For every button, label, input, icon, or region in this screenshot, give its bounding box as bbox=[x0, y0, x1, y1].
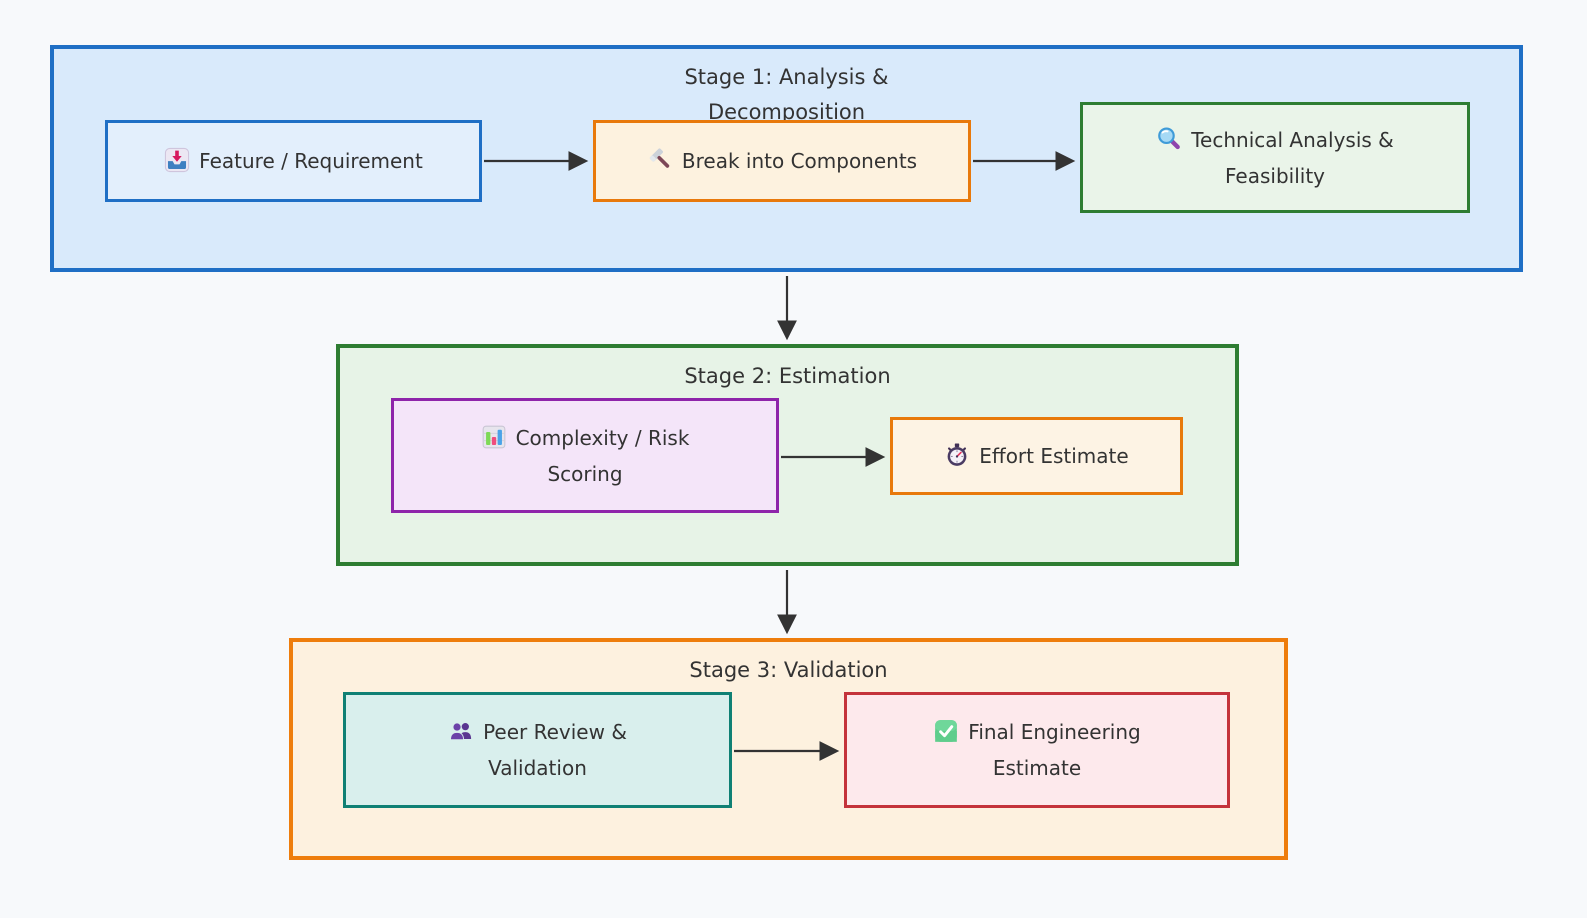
node-final-engineering-estimate: Final Engineering Estimate bbox=[844, 692, 1230, 808]
node-label: Peer Review & Validation bbox=[483, 720, 627, 780]
node-label: Technical Analysis & Feasibility bbox=[1191, 127, 1394, 188]
hammer-icon bbox=[647, 147, 673, 173]
magnifying-glass-icon bbox=[1156, 126, 1182, 152]
stage-3-title: Stage 3: Validation bbox=[689, 658, 888, 682]
node-break-into-components: Break into Components bbox=[593, 120, 971, 202]
node-complexity-risk-scoring: Complexity / Risk Scoring bbox=[391, 398, 779, 513]
node-label: Complexity / Risk Scoring bbox=[515, 425, 690, 486]
node-peer-review-validation: Peer Review & Validation bbox=[343, 692, 732, 808]
node-feature-requirement: Feature / Requirement bbox=[105, 120, 482, 202]
stage-2-title: Stage 2: Estimation bbox=[684, 364, 891, 388]
node-label: Break into Components bbox=[681, 149, 918, 173]
bar-chart-icon bbox=[481, 424, 507, 450]
node-effort-estimate: Effort Estimate bbox=[890, 417, 1183, 495]
node-technical-analysis-feasibility: Technical Analysis & Feasibility bbox=[1080, 102, 1470, 213]
node-label: Effort Estimate bbox=[979, 444, 1129, 468]
check-mark-button-icon bbox=[933, 718, 959, 744]
node-label: Final Engineering Estimate bbox=[968, 720, 1141, 780]
node-label: Feature / Requirement bbox=[199, 149, 423, 173]
busts-in-silhouette-icon bbox=[448, 718, 474, 744]
stopwatch-icon bbox=[944, 442, 970, 468]
inbox-tray-icon bbox=[164, 147, 190, 173]
